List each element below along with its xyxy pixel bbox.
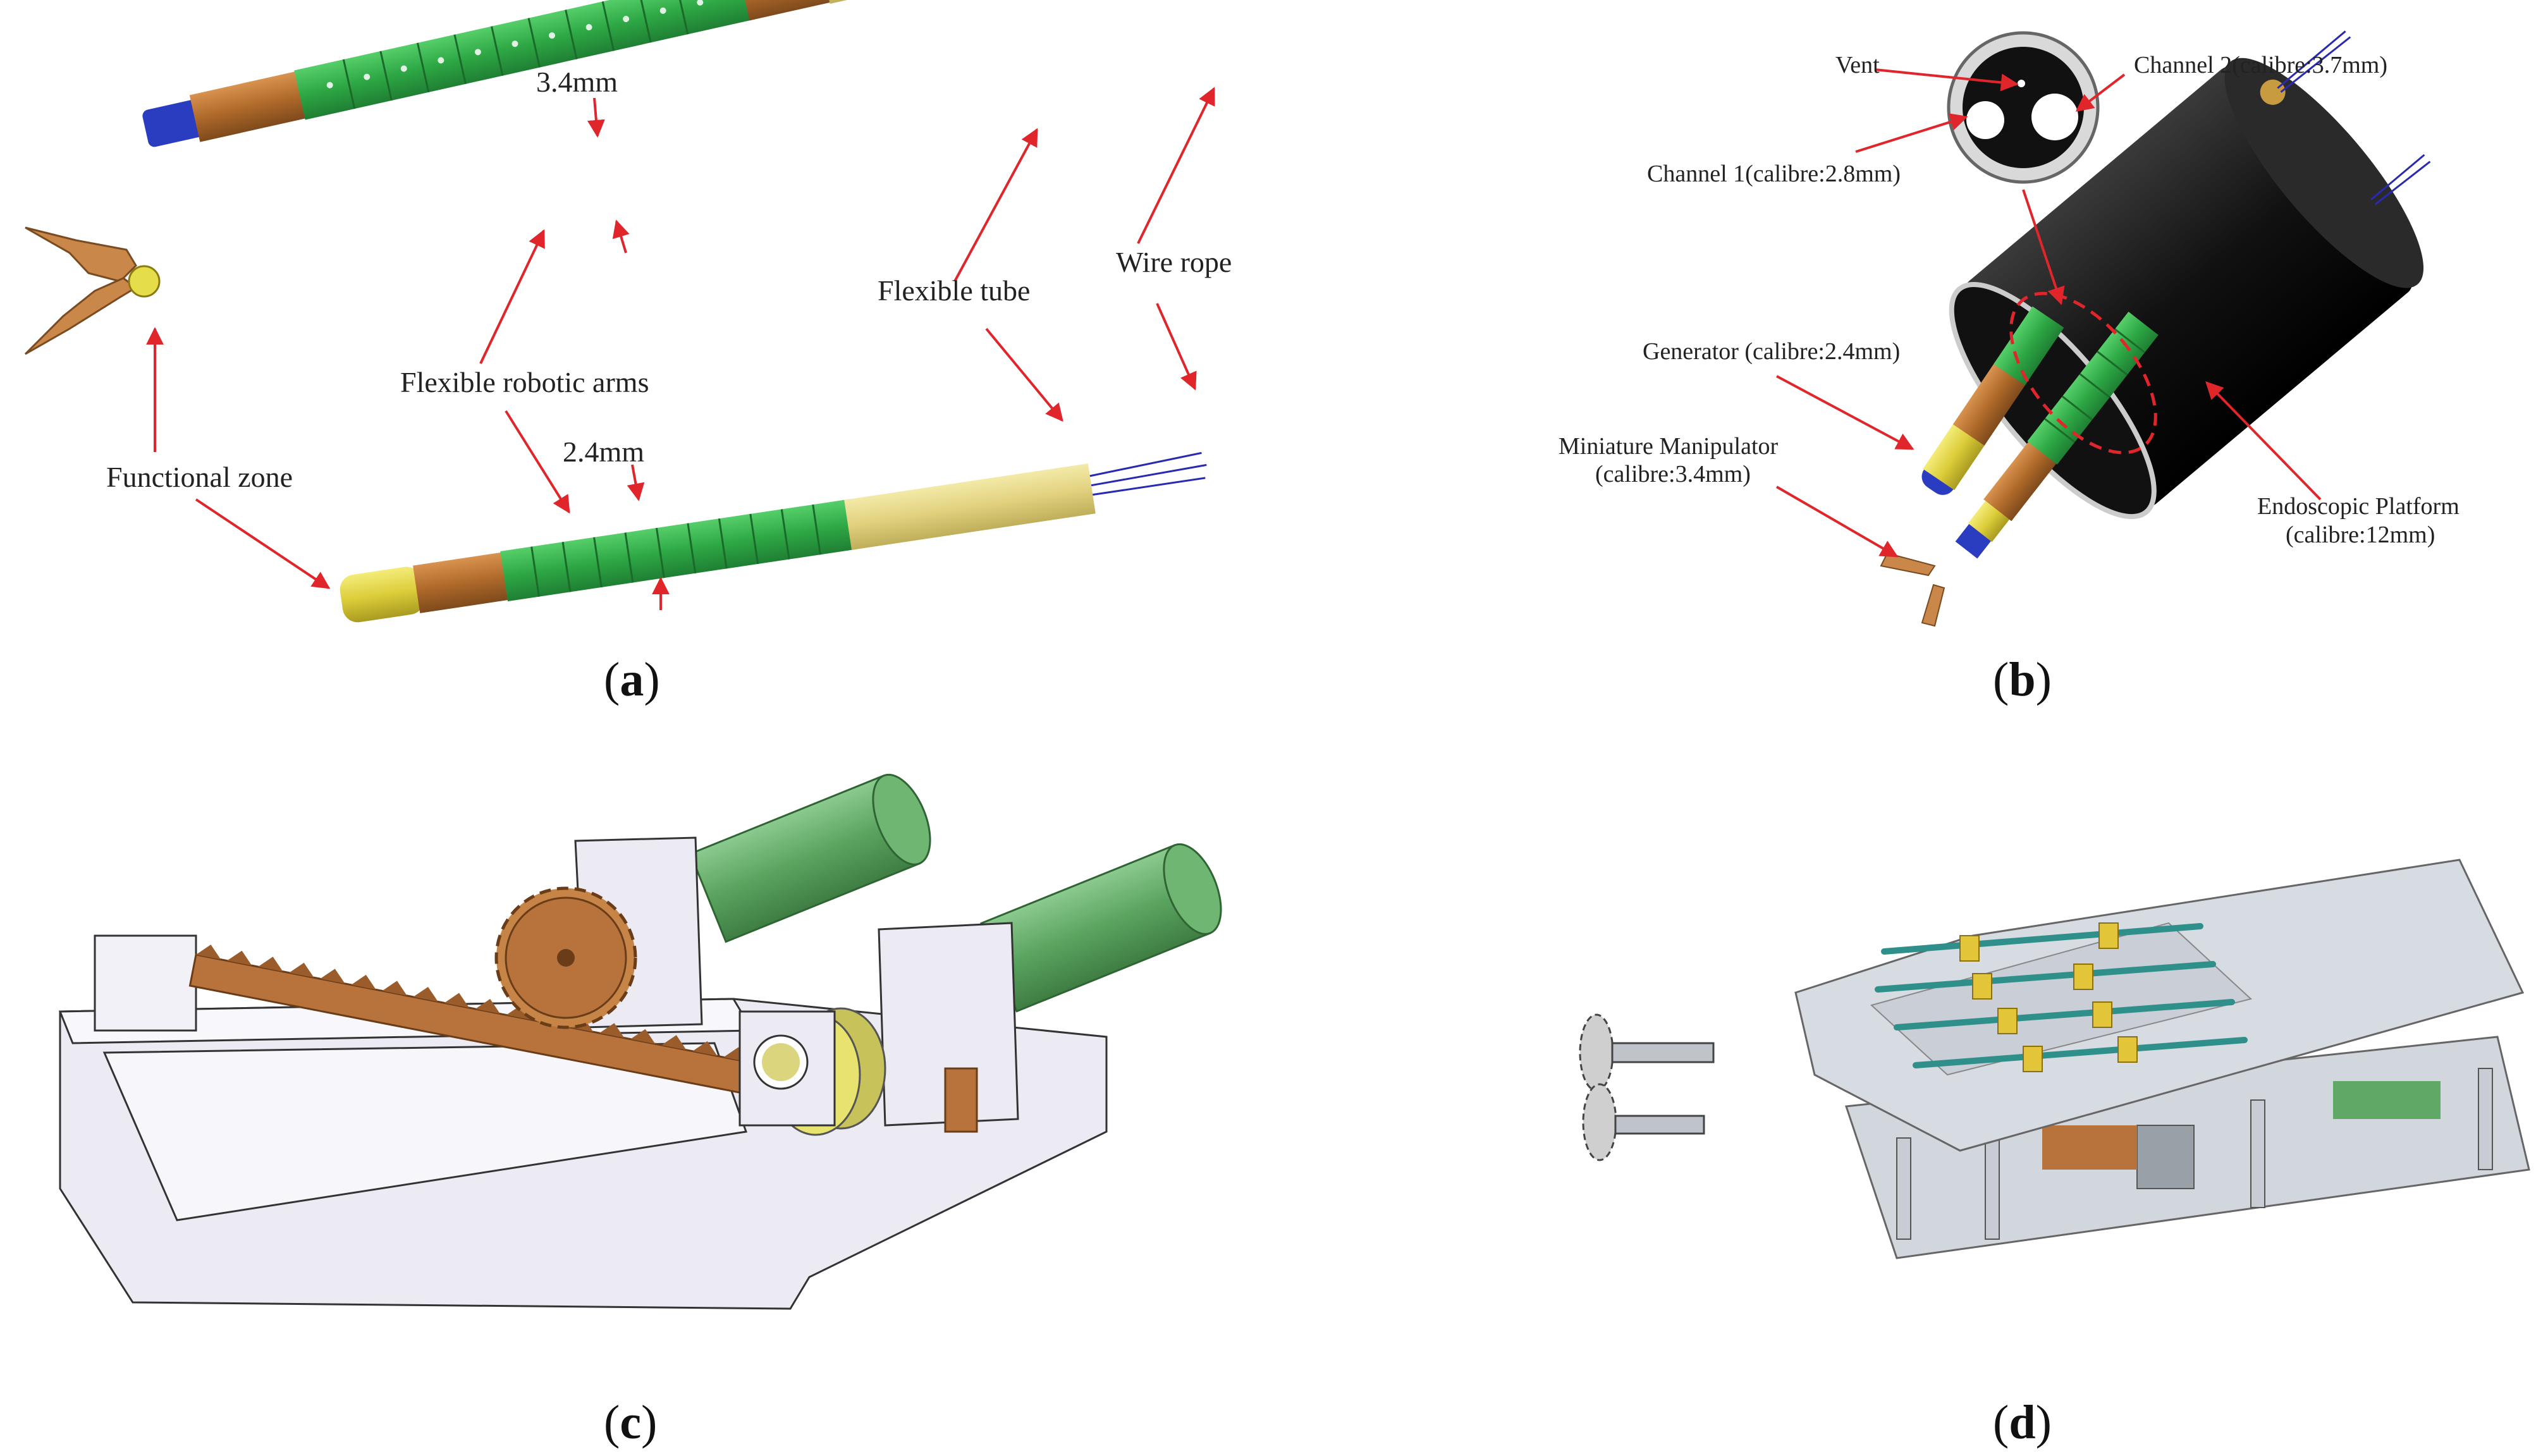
- label-generator: Generator (calibre:2.4mm): [1643, 338, 1900, 365]
- label-platform-calibre: (calibre:12mm): [2286, 522, 2435, 548]
- generator-arm: [1921, 306, 2064, 495]
- manipulator-arm: [1955, 311, 2159, 559]
- platform-end-view: [1947, 31, 2100, 184]
- annotation-arrows-b: [1775, 68, 2322, 558]
- spur-gear: [494, 886, 637, 1029]
- label-2-4mm: 2.4mm: [563, 436, 644, 468]
- label-functional-zone: Functional zone: [106, 461, 293, 493]
- green-motor-underside: [2333, 1081, 2441, 1119]
- bearing-block: [738, 1010, 836, 1127]
- motor-lower: [979, 843, 1222, 1013]
- caption-c: (c): [604, 1396, 657, 1449]
- gripper-jaws: [24, 226, 161, 355]
- label-channel-1: Channel 1(calibre:2.8mm): [1647, 161, 1901, 187]
- copper-block: [944, 1067, 978, 1133]
- label-channel-2: Channel 2(calibre:3.7mm): [2134, 52, 2387, 78]
- copper-mechanism: [2042, 1125, 2137, 1170]
- lower-robotic-arm: [340, 451, 1207, 623]
- label-flexible-robotic-arms: Flexible robotic arms: [400, 366, 649, 398]
- label-miniature-manipulator: Miniature Manipulator: [1559, 433, 1779, 460]
- panel-c: (c): [58, 773, 1222, 1449]
- upper-robotic-arm: [142, 0, 1040, 147]
- caption-a: (a): [604, 653, 660, 706]
- panel-b: Vent Channel 2(calibre:3.7mm) Channel 1(…: [1559, 30, 2459, 706]
- guide-rods: [1875, 923, 2248, 1068]
- label-wire-rope: Wire rope: [1116, 246, 1232, 278]
- caption-b: (b): [1993, 653, 2052, 706]
- support-pillars: [1896, 1068, 2493, 1240]
- caption-d: (d): [1993, 1396, 2052, 1449]
- label-vent: Vent: [1835, 52, 1880, 78]
- motor-upper: [689, 773, 931, 943]
- panel-a: 3.4mm 2.4mm Flexible robotic arms Functi…: [24, 0, 1232, 706]
- annotation-arrows-a: [146, 87, 1215, 610]
- drive-gears: [1579, 1013, 1715, 1161]
- label-3-4mm: 3.4mm: [536, 66, 618, 98]
- dashed-highlight-ellipse: [2009, 291, 2157, 455]
- label-endoscopic-platform: Endoscopic Platform: [2257, 493, 2459, 520]
- yellow-sliders: [1959, 922, 2138, 1072]
- label-flexible-tube: Flexible tube: [878, 274, 1030, 307]
- manipulator-jaws: [1880, 552, 1945, 627]
- label-manipulator-calibre: (calibre:3.4mm): [1595, 461, 1751, 487]
- panel-d: (d): [1579, 859, 2530, 1449]
